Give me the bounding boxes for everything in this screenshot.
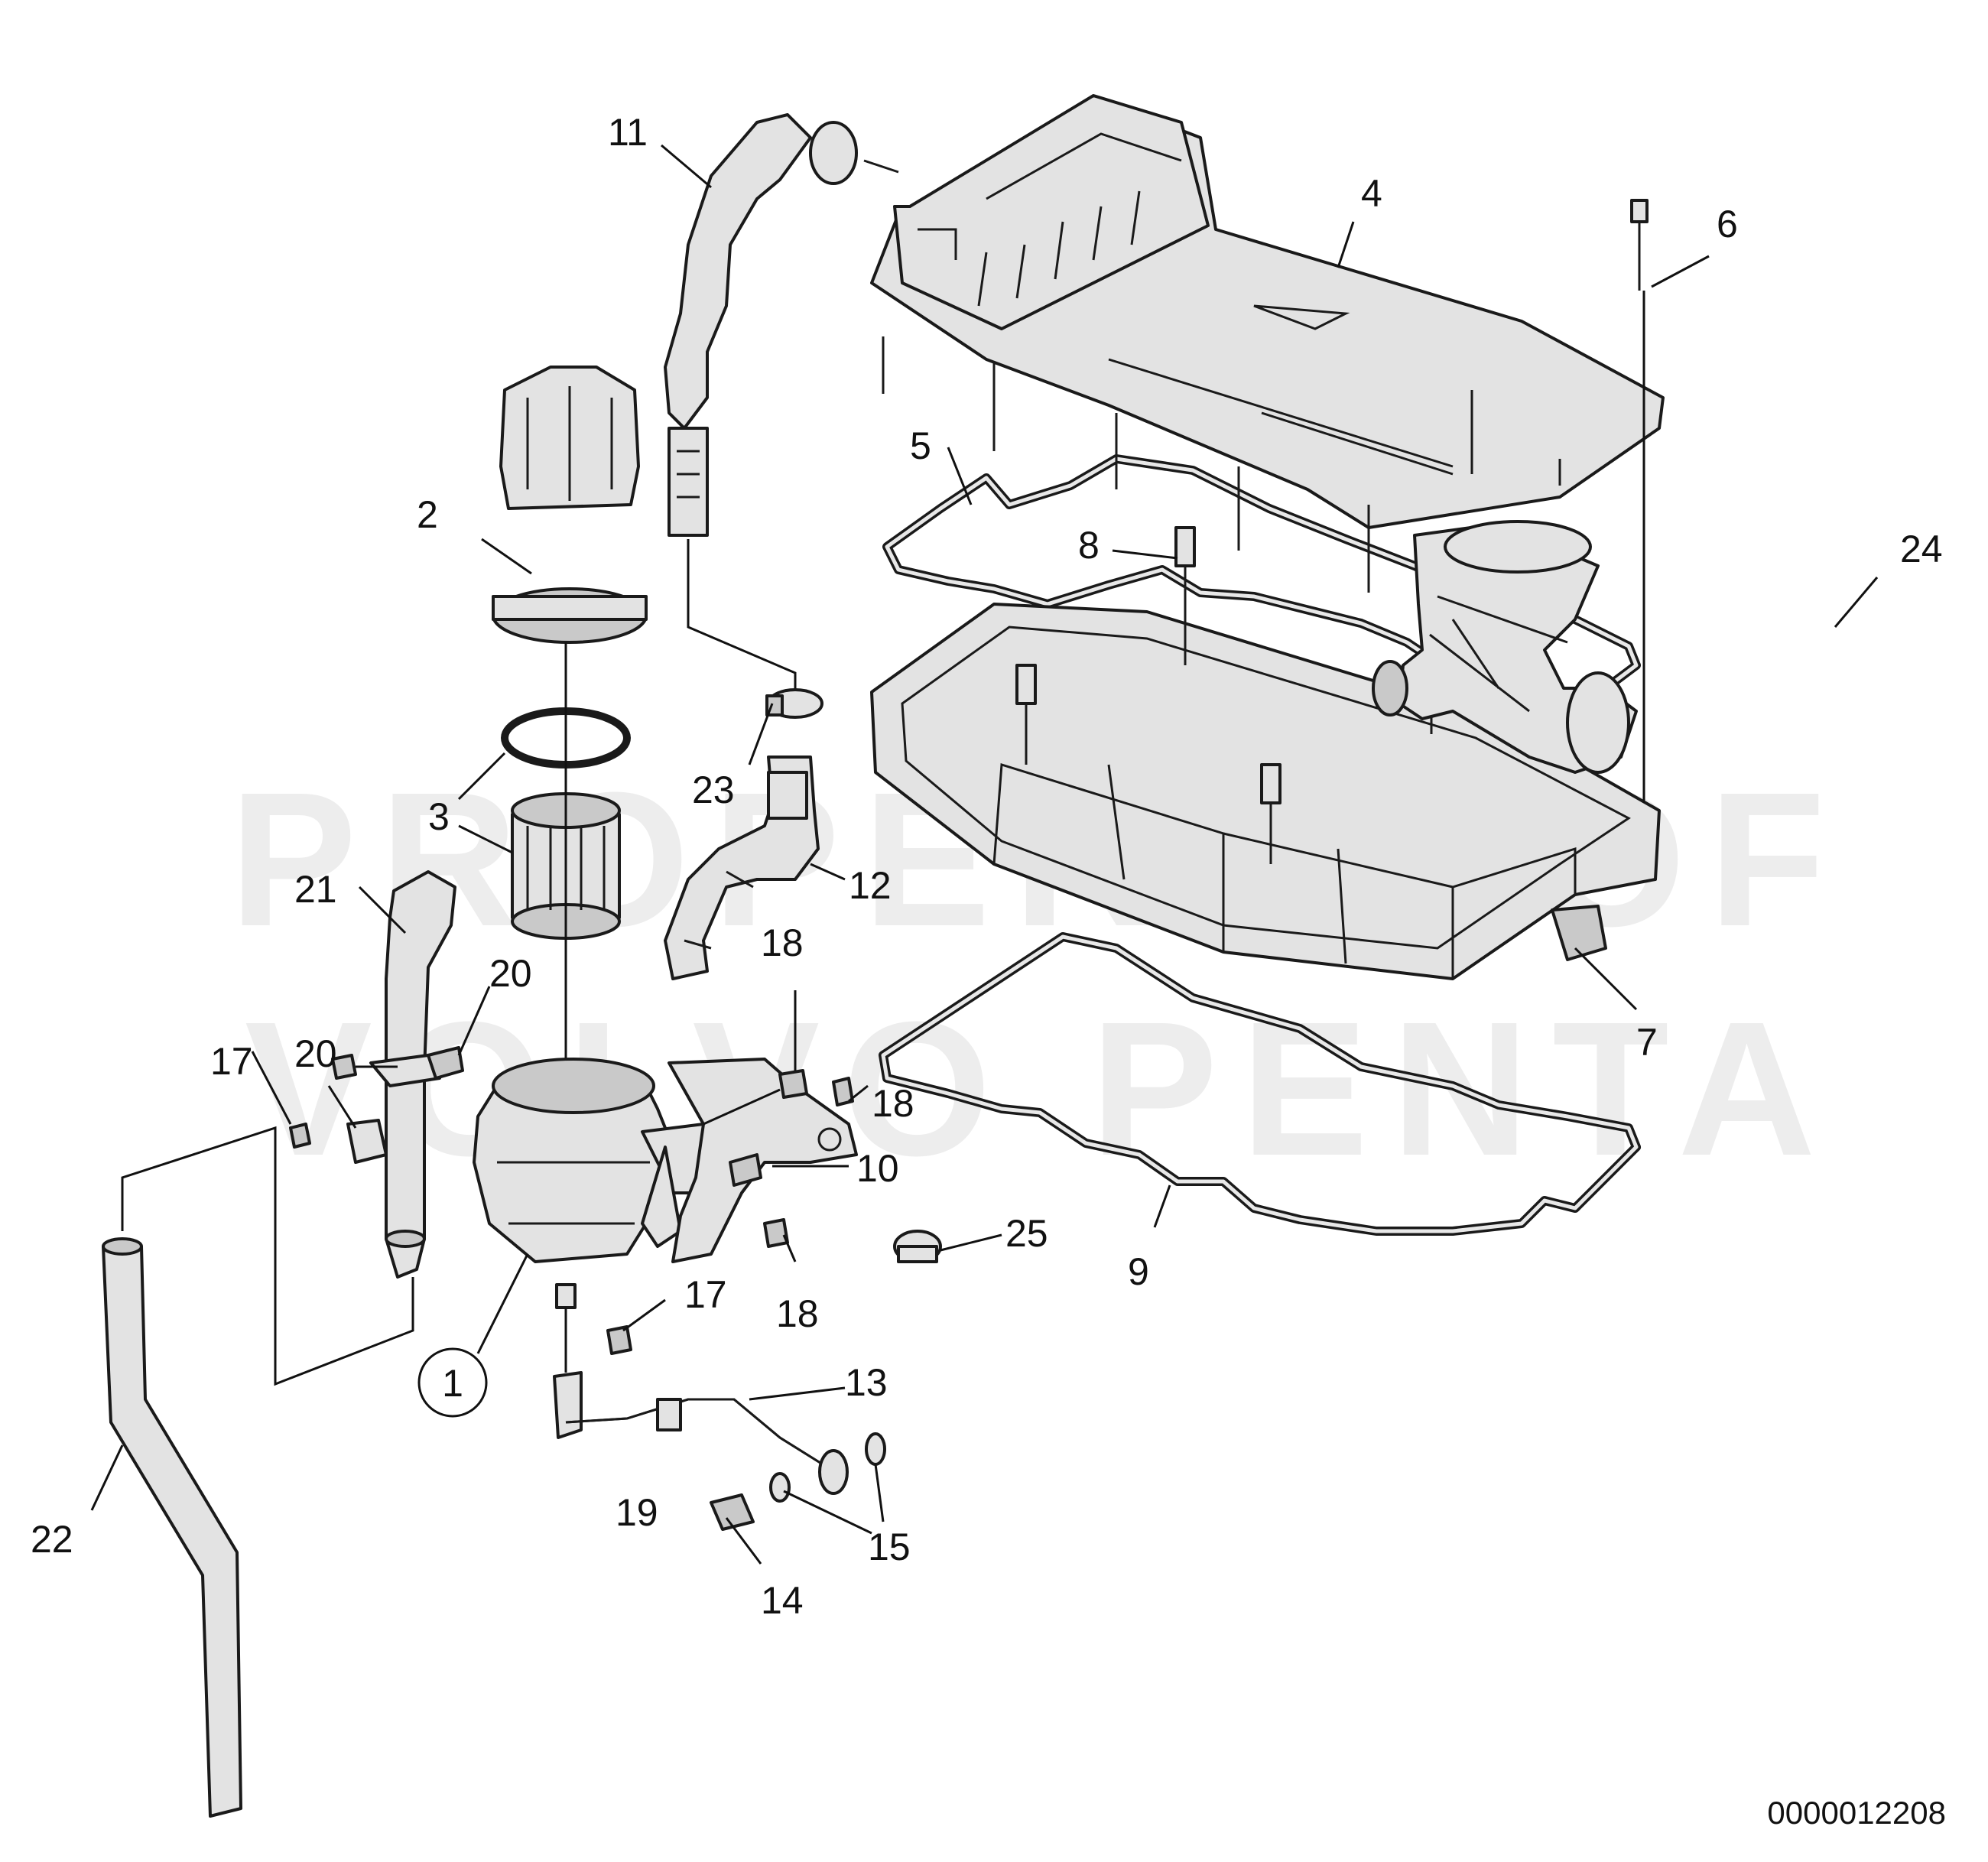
callout-10: 10	[856, 1147, 899, 1190]
callout-19: 19	[616, 1491, 658, 1534]
callout-2: 2	[417, 493, 438, 536]
lower-gasket	[879, 932, 1641, 1236]
long-bolt	[1630, 199, 1649, 803]
callout-23: 23	[692, 769, 735, 811]
filter-element	[501, 642, 631, 1082]
callout-7: 7	[1636, 1021, 1658, 1064]
callout-20a: 20	[294, 1032, 337, 1075]
callout-8: 8	[1078, 524, 1100, 567]
callout-3: 3	[428, 795, 450, 838]
callout-18c: 18	[776, 1292, 819, 1335]
callout-9: 9	[1128, 1250, 1149, 1293]
callout-14: 14	[761, 1579, 804, 1622]
callout-11: 11	[608, 111, 648, 154]
cover-studs	[882, 336, 1561, 593]
callout-17a: 17	[210, 1040, 253, 1083]
callout-25: 25	[1005, 1212, 1048, 1255]
intake-elbow	[1372, 520, 1638, 774]
filter-cap	[492, 366, 648, 644]
callout-1: 1	[442, 1362, 463, 1405]
callout-15: 15	[868, 1526, 911, 1568]
callout-13: 13	[845, 1361, 888, 1404]
callout-18b: 18	[872, 1082, 914, 1125]
lower-breather-hose	[664, 756, 820, 980]
callout-21: 21	[294, 868, 337, 911]
small-bolts	[289, 1054, 854, 1355]
callout-5: 5	[910, 424, 931, 467]
callout-24: 24	[1900, 528, 1943, 570]
tube-clips	[346, 1046, 464, 1164]
dipstick-tube	[121, 870, 456, 1386]
callout-22: 22	[31, 1518, 73, 1561]
callout-6: 6	[1717, 203, 1738, 245]
valve-cover	[870, 94, 1665, 593]
callouts: 2 3 4 5 6 7 8 9 10 11 12 13 14 15 17 17 …	[31, 111, 1943, 1622]
callout-17b: 17	[684, 1273, 727, 1316]
long-dipstick-tube	[102, 1237, 242, 1818]
oil-line	[553, 1371, 886, 1531]
upper-breather-hose	[664, 113, 899, 704]
leader-lines	[90, 144, 1879, 1565]
hose-clamp	[765, 688, 823, 719]
oil-filter-housing	[473, 1058, 728, 1373]
callout-18a: 18	[761, 921, 804, 964]
callout-1-circle	[417, 1347, 488, 1418]
diagram-number: 0000012208	[1767, 1795, 1946, 1831]
callout-20b: 20	[489, 952, 532, 995]
callout-12: 12	[849, 864, 892, 907]
callout-4: 4	[1361, 172, 1382, 215]
grommet	[893, 1230, 942, 1263]
